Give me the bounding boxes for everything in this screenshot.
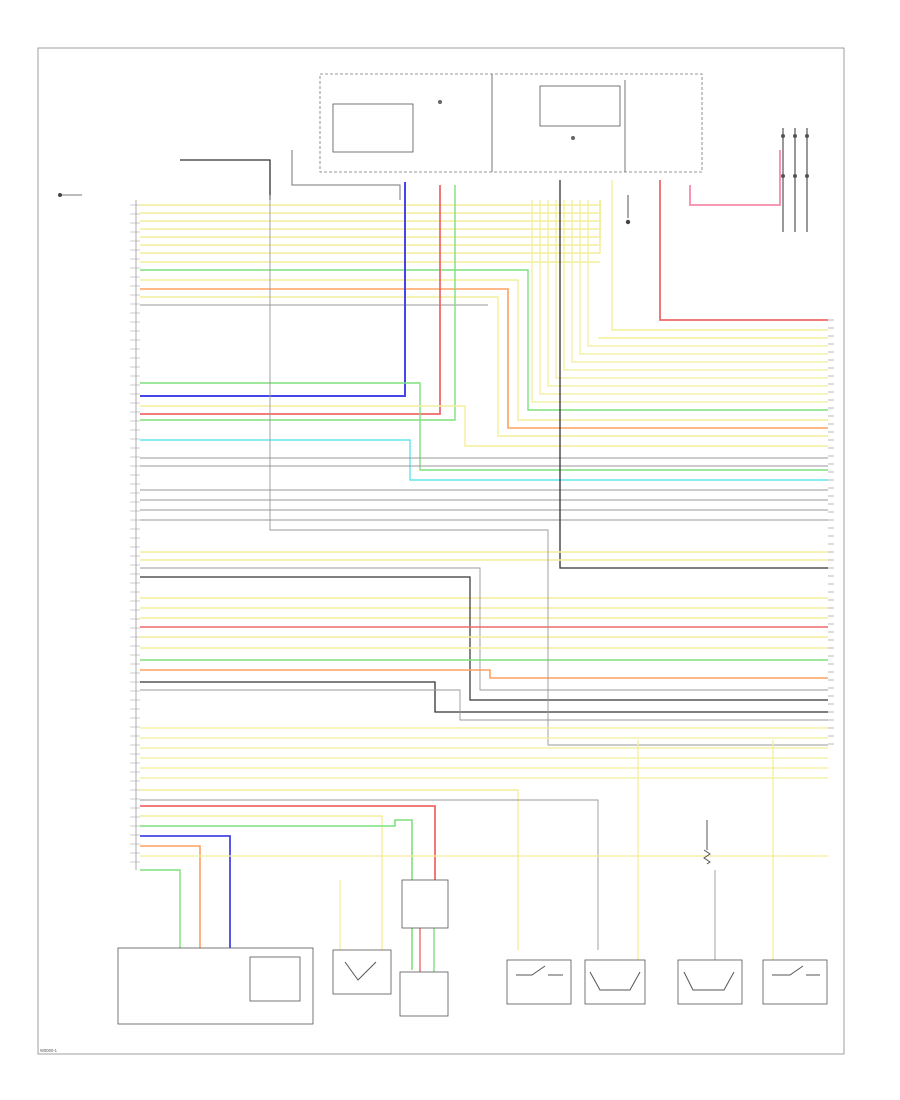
wire-yellow <box>563 200 828 371</box>
wire-yellow <box>140 296 828 437</box>
right-front-seat-buckle-switch <box>762 959 828 1005</box>
wire-blue <box>140 182 406 397</box>
relay-switch-box <box>539 85 621 127</box>
left-front-buckle-switch <box>506 959 572 1005</box>
wire-yellow <box>140 200 601 214</box>
right-connector-pins <box>130 204 834 863</box>
wire-dark <box>140 576 828 701</box>
wire-green <box>140 819 413 970</box>
wire-gray <box>140 567 828 691</box>
diagram-frame <box>37 47 845 1055</box>
right-rear-occupant-sensor <box>677 959 743 1005</box>
wire-yellow <box>140 789 519 950</box>
wire-yellow <box>140 200 601 254</box>
wire-green <box>140 185 456 421</box>
page-code: W0000-1 <box>40 1048 58 1053</box>
wire-yellow <box>140 815 383 950</box>
junction-box-outline <box>319 73 703 173</box>
wire-blue <box>140 835 231 970</box>
switch-symbol-icon <box>516 965 563 976</box>
wire-orange <box>140 288 828 429</box>
wire-yellow <box>140 200 601 246</box>
wire-yellow <box>531 200 828 403</box>
switch-symbol-icon <box>344 961 377 981</box>
resistor-icon <box>703 820 711 865</box>
wire-yellow <box>579 200 828 355</box>
left-front-lumbar-switch <box>399 971 449 1017</box>
sensor-symbol-icon <box>683 971 735 991</box>
wire-pink <box>689 150 781 206</box>
wire-red <box>140 185 441 415</box>
wire-orange <box>140 669 828 679</box>
wire-gray <box>140 689 828 721</box>
sensor-symbol-icon <box>589 971 641 991</box>
wire-yellow <box>140 405 828 447</box>
left-rear-seat-position-sensor <box>584 959 646 1005</box>
top-right-connector <box>781 128 809 232</box>
fuse-icon <box>438 100 442 104</box>
seat-heater-sub-box <box>249 956 301 1002</box>
wire-gray <box>140 799 599 950</box>
terminal-icon <box>58 193 62 197</box>
ground-icon <box>625 195 631 225</box>
wire-yellow <box>140 200 601 206</box>
wire-dark <box>559 180 828 569</box>
wire-yellow <box>555 200 828 379</box>
switch-symbol-icon <box>772 965 820 976</box>
wire-red <box>659 180 828 321</box>
wire-yellow <box>571 200 828 363</box>
seat-heater-relay-box <box>332 103 414 153</box>
wire-cyan <box>140 439 828 481</box>
wire-dark <box>140 681 828 713</box>
left-front-lumbar-motor <box>332 949 392 995</box>
wire-yellow <box>587 200 828 347</box>
wire-harness <box>140 150 828 1000</box>
wire-yellow <box>611 180 828 331</box>
wire-yellow <box>539 200 828 395</box>
wire-yellow <box>547 200 828 387</box>
wire-green <box>140 382 828 471</box>
wire-yellow <box>140 279 828 421</box>
feed-wire <box>291 150 401 200</box>
wire-green <box>140 269 828 411</box>
fuse-icon <box>571 136 575 140</box>
wire-gray <box>269 195 828 746</box>
wire-yellow <box>140 200 601 222</box>
wire-red <box>140 805 436 880</box>
feed-wire <box>180 159 271 200</box>
wire-green <box>140 869 181 960</box>
left-front-seat-module <box>401 879 449 929</box>
